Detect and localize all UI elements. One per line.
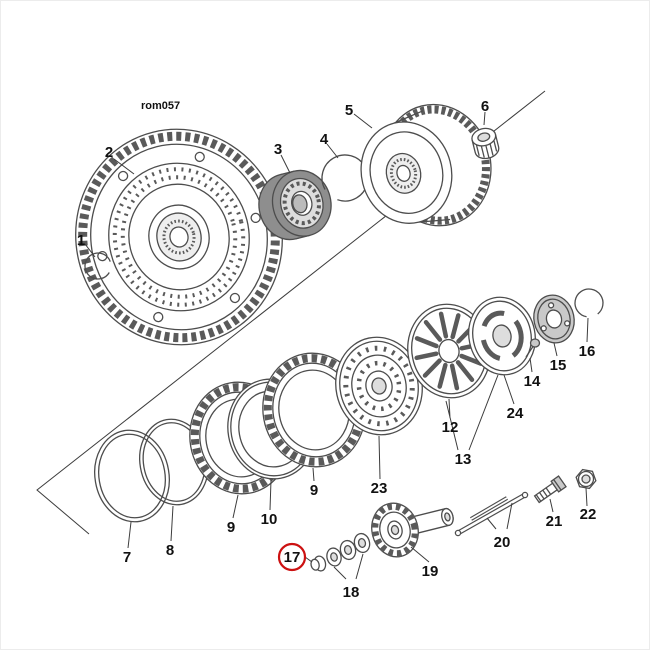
part-14-screw xyxy=(525,338,541,358)
part-22-nut xyxy=(575,468,597,490)
part-18-washers xyxy=(326,532,371,567)
part-16-snap-ring xyxy=(574,288,604,318)
part-label-20: 20 xyxy=(494,534,511,551)
leader-lines xyxy=(84,111,589,580)
part-label-16: 16 xyxy=(579,343,596,360)
part-label-22: 22 xyxy=(580,506,597,523)
highlight-circle-17 xyxy=(277,542,307,572)
part-label-8: 8 xyxy=(166,542,174,559)
part-label-6: 6 xyxy=(481,98,489,115)
part-label-4: 4 xyxy=(320,131,329,148)
part-6-nut xyxy=(471,127,500,160)
part-label-21: 21 xyxy=(546,513,563,530)
part-label-15: 15 xyxy=(550,357,567,374)
part-21-bolt xyxy=(533,475,567,504)
diagram-code: rom057 xyxy=(141,100,180,112)
part-24-release-plate xyxy=(468,296,536,376)
part-label-19: 19 xyxy=(422,563,439,580)
part-label-10: 10 xyxy=(261,511,278,528)
part-label-5: 5 xyxy=(345,102,353,119)
part-label-2: 2 xyxy=(105,144,113,161)
part-label-14: 14 xyxy=(524,373,541,390)
part-label-12: 12 xyxy=(442,419,459,436)
part-label-18: 18 xyxy=(343,584,360,601)
part-label-24: 24 xyxy=(507,405,524,422)
part-3-bearing xyxy=(258,169,332,241)
part-17-washer xyxy=(310,555,327,572)
part-label-17: 17 xyxy=(284,549,301,566)
part-label-9a: 9 xyxy=(227,519,235,536)
part-label-3: 3 xyxy=(274,141,282,158)
part-1-snap-ring xyxy=(84,252,112,280)
part-20-pushrods xyxy=(454,491,529,537)
part-label-23: 23 xyxy=(371,480,388,497)
part-label-1: 1 xyxy=(77,232,85,249)
part-7-ring xyxy=(94,429,170,523)
part-label-13: 13 xyxy=(455,451,472,468)
part-15-retainer-plate xyxy=(533,294,575,344)
part-5-clutch-drum xyxy=(360,103,492,227)
part-label-9b: 9 xyxy=(310,482,318,499)
boundary-line xyxy=(36,90,546,535)
part-label-7: 7 xyxy=(123,549,131,566)
part-19-sprocket xyxy=(371,502,454,558)
part-2-clutch-basket xyxy=(75,128,283,346)
